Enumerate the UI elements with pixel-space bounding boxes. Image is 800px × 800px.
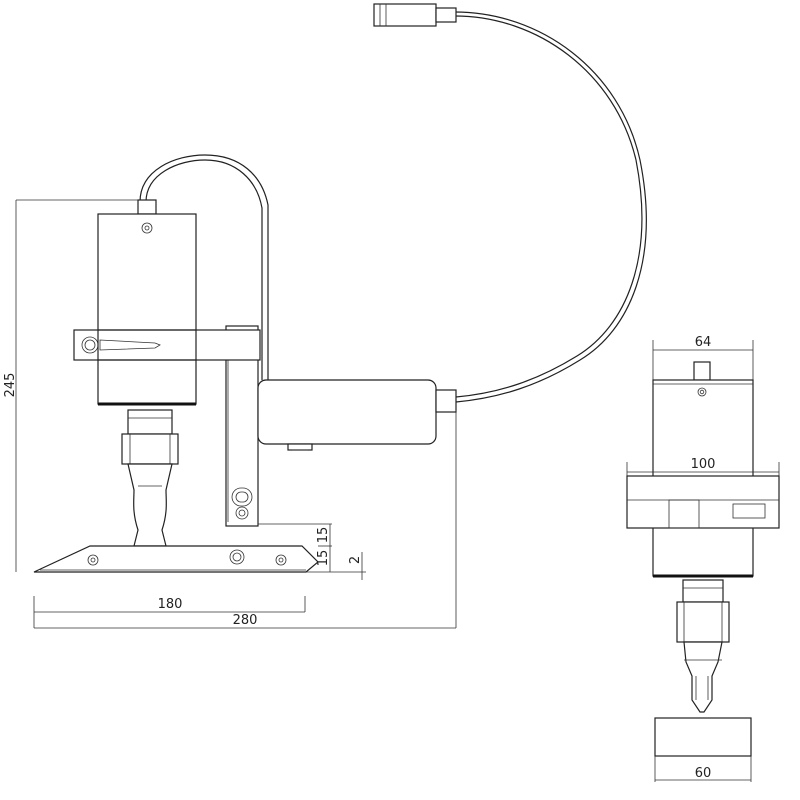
base-plate	[33, 545, 319, 573]
external-cable	[454, 11, 647, 403]
dim-base-length: 180	[33, 596, 306, 613]
dim-small-offsets: 15 15 2	[258, 523, 366, 580]
dim-height: 245	[3, 199, 138, 572]
dim-anvil-width-label: 60	[695, 766, 712, 781]
front-view: 64 100	[626, 335, 780, 782]
dim-head-width-label: 64	[695, 335, 712, 350]
front-spindle	[676, 579, 730, 713]
internal-cable	[139, 154, 269, 380]
clamp-bar	[73, 329, 261, 361]
dim-gap-label: 2	[348, 556, 363, 564]
dim-height-label: 245	[3, 373, 18, 398]
dim-overall-length-label: 280	[233, 613, 258, 628]
front-clamp: 100	[626, 457, 780, 529]
cable-connector	[373, 3, 457, 27]
dim-head-width: 64	[652, 335, 754, 380]
dim-offset-b-label: 15	[316, 550, 331, 567]
dim-clamp-width-label: 100	[691, 457, 716, 472]
dim-overall-length: 280	[33, 410, 457, 629]
side-housing	[257, 379, 457, 451]
side-view: 245 180 280 15 15 2	[3, 3, 647, 629]
dim-base-length-label: 180	[158, 597, 183, 612]
dim-offset-a-label: 15	[316, 527, 331, 544]
spindle	[121, 409, 179, 547]
motor-body	[97, 199, 197, 406]
front-anvil: 60	[654, 717, 752, 782]
